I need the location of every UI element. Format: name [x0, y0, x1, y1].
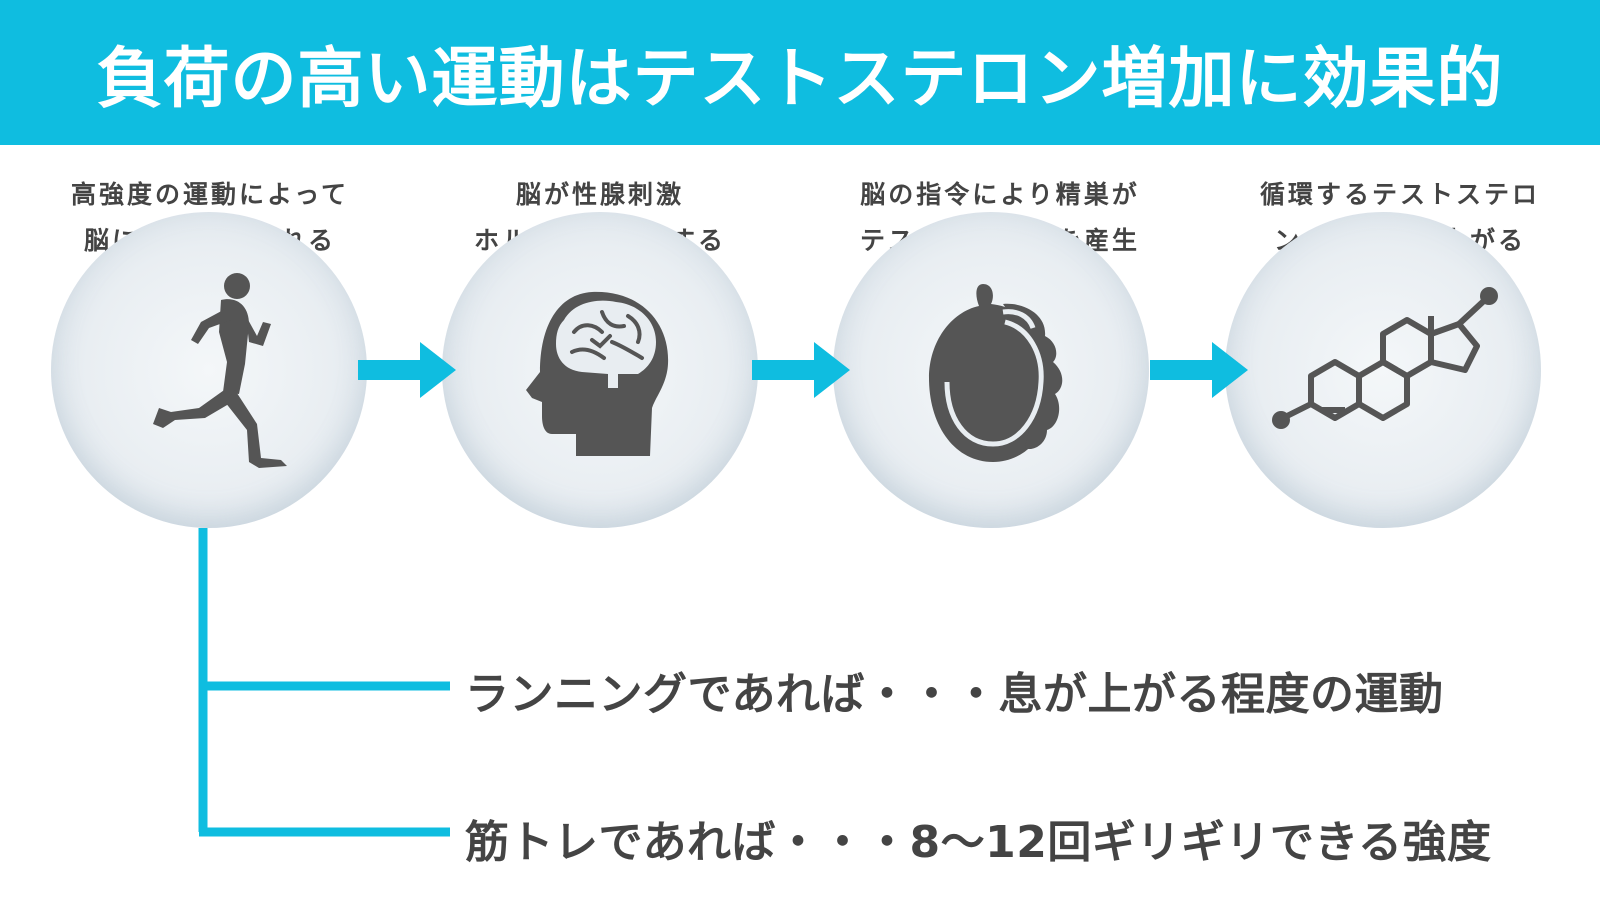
step-caption-line: 循環するテストステロ — [1259, 180, 1540, 209]
steroid-molecule-icon — [1272, 287, 1498, 429]
branch-running-text: ランニングであれば・・・息が上がる程度の運動 — [465, 669, 1444, 720]
branch-strength-text: 筋トレであれば・・・8〜12回ギリギリできる強度 — [465, 817, 1492, 868]
brain-head-icon — [526, 291, 669, 456]
testis-icon — [929, 284, 1063, 462]
arrow-right-icon — [358, 342, 456, 398]
arrow-right-icon — [752, 342, 850, 398]
arrow-right-icon — [1150, 342, 1248, 398]
step-circle-4 — [1225, 212, 1541, 528]
step-circle-2 — [442, 212, 758, 528]
step-caption-line: 脳が性腺刺激 — [515, 180, 684, 209]
step-caption-line: 高強度の運動によって — [70, 180, 349, 209]
step-circle-1 — [51, 212, 367, 528]
step-caption-line: 脳の指令により精巣が — [860, 180, 1140, 209]
page-title: 負荷の高い運動はテストステロン増加に効果的 — [96, 39, 1504, 117]
runner-icon — [153, 273, 287, 468]
title-banner: 負荷の高い運動はテストステロン増加に効果的 — [0, 0, 1600, 145]
step-circle-3 — [833, 212, 1149, 528]
